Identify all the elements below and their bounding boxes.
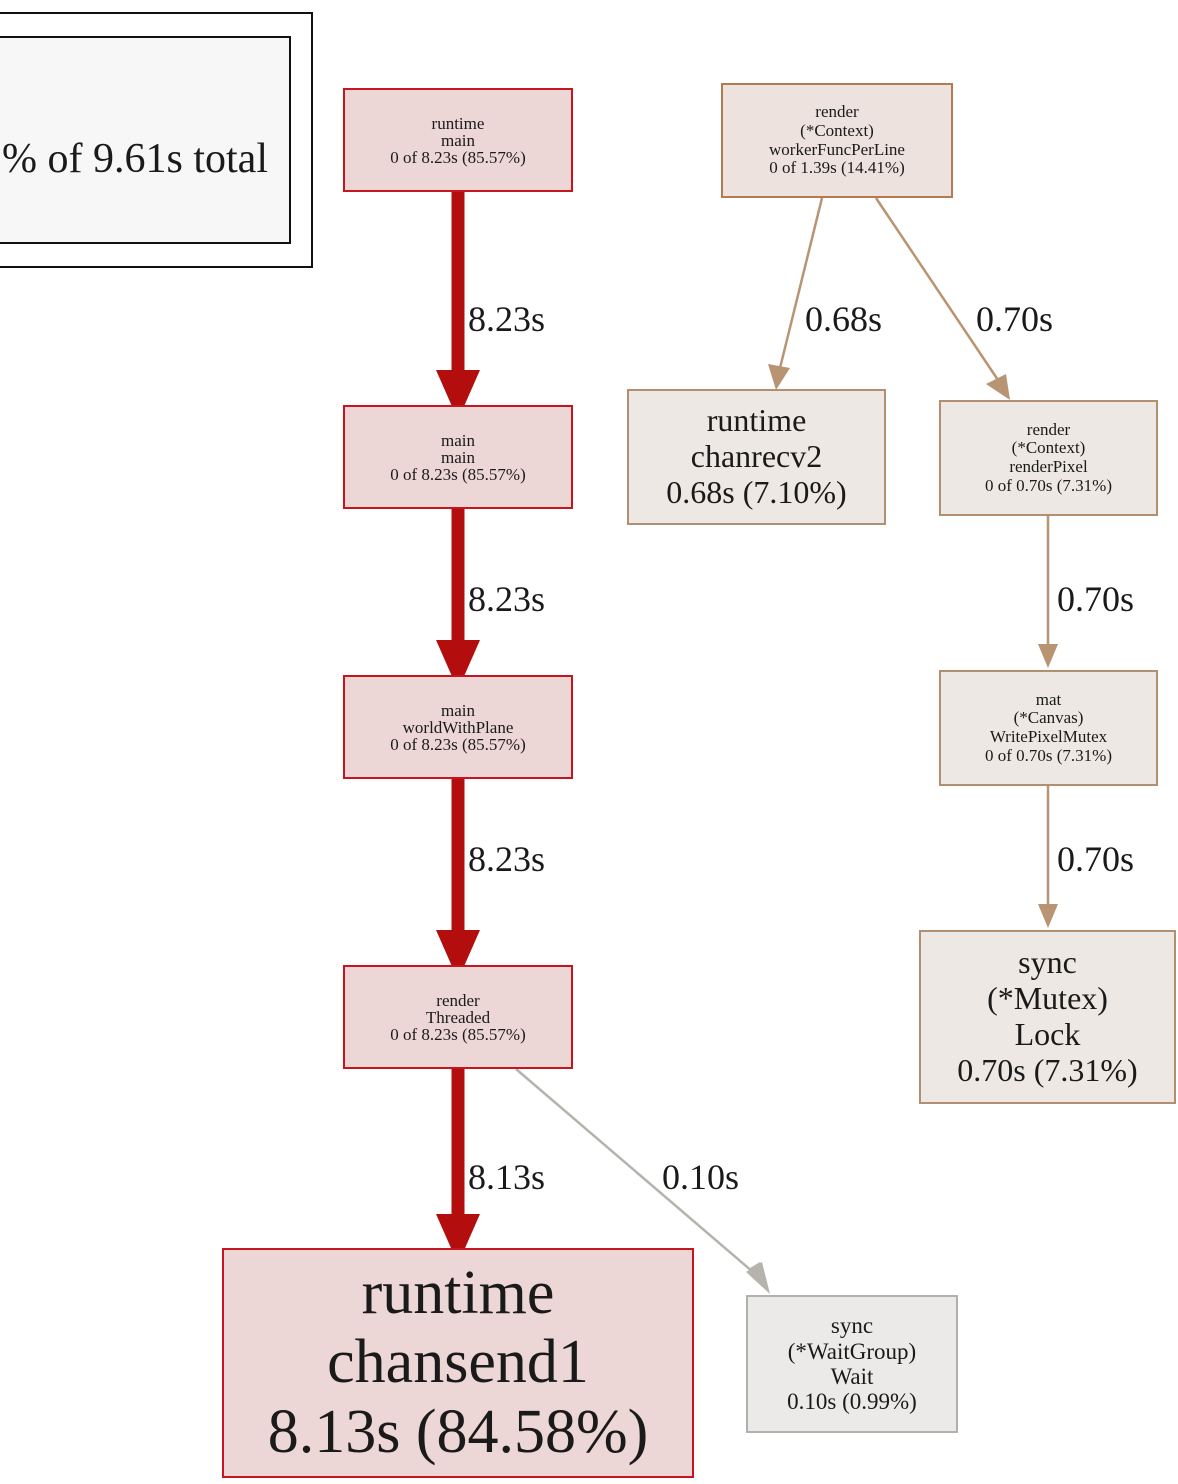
node-line: 0 of 0.70s (7.31%): [984, 475, 1112, 495]
node-line: chansend1: [327, 1328, 589, 1397]
edge-worker-to-render-pixel: [874, 197, 1010, 400]
node-line: 0.70s (7.31%): [957, 1051, 1138, 1088]
node-runtime-chansend1[interactable]: runtime chansend1 8.13s (84.58%): [222, 1248, 694, 1478]
node-line: runtime: [361, 1258, 555, 1327]
node-line: 0.68s (7.10%): [666, 473, 847, 510]
node-sync-mutex-lock[interactable]: sync (*Mutex) Lock 0.70s (7.31%): [919, 930, 1176, 1104]
node-line: chanrecv2: [690, 438, 823, 475]
node-line: Wait: [830, 1364, 874, 1389]
edge-render-threaded-to-chansend1: [436, 1069, 480, 1264]
edge-world-with-plane-to-render-threaded: [436, 779, 480, 980]
edge-label: 0.68s: [805, 299, 883, 339]
edge-render-pixel-to-canvas: [1038, 516, 1058, 668]
node-line: sync: [830, 1313, 874, 1339]
node-line: 0 of 8.23s (85.57%): [390, 464, 526, 484]
node-line: 0 of 8.23s (85.57%): [390, 1024, 526, 1044]
edge-runtime-main-to-main-main: [436, 192, 480, 420]
node-main-main[interactable]: main main 0 of 8.23s (85.57%): [343, 405, 573, 509]
edge-label: 0.70s: [1057, 579, 1135, 619]
node-runtime-main[interactable]: runtime main 0 of 8.23s (85.57%): [343, 88, 573, 192]
edge-label: 0.10s: [662, 1157, 740, 1197]
edge-worker-to-chanrecv2: [768, 197, 824, 390]
node-mat-canvas-write-pixel-mutex[interactable]: mat (*Canvas) WritePixelMutex 0 of 0.70s…: [939, 670, 1158, 786]
node-line: Lock: [1014, 1016, 1081, 1052]
node-line: render: [436, 990, 480, 1010]
edge-render-threaded-to-waitgroup: [515, 1068, 770, 1294]
node-render-render-pixel[interactable]: render (*Context) renderPixel 0 of 0.70s…: [939, 400, 1158, 516]
node-line: main: [441, 700, 475, 720]
node-line: (*Context): [1011, 438, 1086, 458]
node-render-worker-func-per-line[interactable]: render (*Context) workerFuncPerLine 0 of…: [721, 83, 953, 198]
node-line: 0 of 8.23s (85.57%): [390, 734, 526, 754]
edge-label: 8.13s: [468, 1157, 546, 1197]
node-line: (*Mutex): [987, 980, 1108, 1017]
node-main-world-with-plane[interactable]: main worldWithPlane 0 of 8.23s (85.57%): [343, 675, 573, 779]
node-line: render: [1026, 419, 1071, 439]
node-line: worldWithPlane: [402, 717, 514, 737]
edge-label: 8.23s: [468, 299, 546, 339]
legend-inner-frame: [0, 36, 291, 244]
edge-label: 8.23s: [468, 839, 546, 879]
node-line: 8.13s (84.58%): [267, 1397, 649, 1466]
node-line: main: [441, 130, 475, 150]
node-line: main: [441, 430, 475, 450]
node-line: Threaded: [425, 1007, 491, 1027]
node-line: render: [815, 102, 859, 122]
node-line: 0 of 1.39s (14.41%): [769, 158, 905, 178]
node-render-threaded[interactable]: render Threaded 0 of 8.23s (85.57%): [343, 965, 573, 1069]
node-line: renderPixel: [1009, 457, 1088, 476]
node-line: sync: [1018, 944, 1077, 981]
node-line: 0.10s (0.99%): [787, 1389, 917, 1415]
node-line: 0 of 8.23s (85.57%): [390, 147, 526, 167]
node-line: (*WaitGroup): [787, 1338, 917, 1364]
node-line: 0 of 0.70s (7.31%): [984, 745, 1112, 765]
node-line: (*Context): [800, 120, 874, 140]
node-line: workerFuncPerLine: [769, 139, 905, 159]
node-line: runtime: [431, 113, 485, 133]
edge-canvas-to-mutex: [1038, 786, 1058, 928]
node-runtime-chanrecv2[interactable]: runtime chanrecv2 0.68s (7.10%): [627, 389, 886, 525]
node-sync-waitgroup-wait[interactable]: sync (*WaitGroup) Wait 0.10s (0.99%): [746, 1295, 958, 1433]
legend-summary-text: % of 9.61s total: [2, 136, 268, 182]
node-line: WritePixelMutex: [989, 727, 1108, 746]
node-line: runtime: [706, 402, 807, 439]
node-line: mat: [1035, 689, 1062, 709]
edge-label: 0.70s: [1057, 839, 1135, 879]
node-line: (*Canvas): [1013, 708, 1084, 728]
edge-main-main-to-world-with-plane: [436, 509, 480, 690]
edge-label: 0.70s: [976, 299, 1054, 339]
node-line: main: [441, 447, 475, 467]
edge-label: 8.23s: [468, 579, 546, 619]
